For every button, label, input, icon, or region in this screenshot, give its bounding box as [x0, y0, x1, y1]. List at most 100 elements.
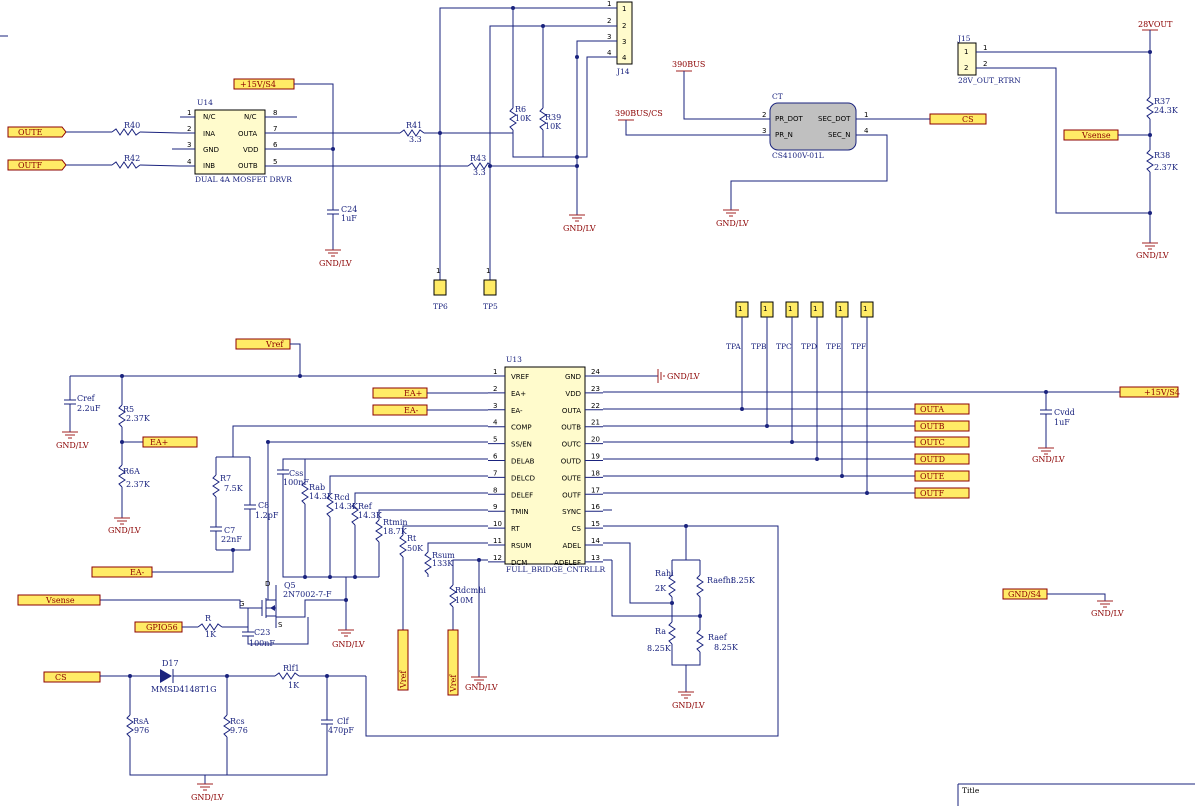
- capacitor-c7[interactable]: C7 22nF: [210, 526, 242, 544]
- svg-text:OUTF: OUTF: [18, 161, 43, 170]
- port-oute-input[interactable]: OUTE: [7, 126, 67, 138]
- gnd-symbol-r38: GND/LV: [1136, 242, 1169, 260]
- port-outa[interactable]: OUTA: [914, 403, 970, 415]
- resistor-r5[interactable]: R5 2.37K: [118, 404, 151, 428]
- resistor-r7[interactable]: R7 7.5K: [212, 474, 244, 498]
- resistor-rsa[interactable]: RsA 976: [126, 714, 149, 738]
- u14-pin4-num: 4: [187, 158, 192, 166]
- svg-text:2.2uF: 2.2uF: [77, 404, 101, 413]
- resistor-r37[interactable]: R37 24.3K: [1146, 96, 1179, 120]
- svg-text:OUTD: OUTD: [920, 455, 945, 464]
- resistor-r43[interactable]: R43 3.3: [467, 154, 493, 177]
- mosfet-q5[interactable]: D G S Q5 2N7002-7-F: [239, 580, 332, 629]
- resistor-rsum[interactable]: Rsum 133K: [424, 551, 455, 575]
- resistor-r38[interactable]: R38 2.37K: [1146, 149, 1179, 173]
- u13-pin-name: OUTB: [561, 424, 581, 432]
- svg-text:GND/LV: GND/LV: [56, 441, 89, 450]
- port-ea-minus-a[interactable]: EA-: [91, 566, 153, 578]
- svg-text:EA-: EA-: [130, 568, 145, 577]
- port-outf-input[interactable]: OUTF: [7, 159, 67, 171]
- resistor-r41[interactable]: R41 3.3: [399, 121, 425, 144]
- port-15v-right[interactable]: +15V/S4: [1119, 386, 1180, 398]
- resistor-rahi[interactable]: Rahi 2K: [655, 569, 676, 598]
- connector-j14[interactable]: 1 2 3 4 1 2 3 4 J14: [600, 0, 633, 76]
- resistor-rcd[interactable]: Rcd 14.3K: [326, 493, 359, 518]
- capacitor-c24[interactable]: C24 1uF: [327, 205, 357, 223]
- connector-j15[interactable]: J15 28V_OUT_RTRN 1 2 1 2: [957, 34, 1021, 85]
- resistor-r6[interactable]: R6 10K: [509, 105, 532, 131]
- port-ea-plus-a[interactable]: EA+: [142, 436, 198, 448]
- port-outf[interactable]: OUTF: [914, 487, 970, 499]
- test-point-tpd[interactable]: 1 TPD: [801, 301, 824, 351]
- svg-text:R6: R6: [515, 105, 526, 114]
- resistor-rcs[interactable]: Rcs 9.76: [223, 714, 248, 738]
- port-vsense-left[interactable]: Vsense: [17, 594, 101, 606]
- svg-text:Rcd: Rcd: [334, 493, 350, 502]
- port-cs-left[interactable]: CS: [43, 671, 101, 683]
- port-gpio56[interactable]: GPIO56: [134, 621, 183, 633]
- resistor-ref[interactable]: Ref 14.3K: [351, 502, 383, 526]
- svg-text:GND/LV: GND/LV: [563, 224, 596, 233]
- current-transformer-ct[interactable]: CT CS4100V-01L PR_DOT PR_N SEC_DOT SEC_N…: [762, 92, 869, 160]
- capacitor-cvdd[interactable]: Cvdd 1uF: [1040, 408, 1075, 427]
- capacitor-c8[interactable]: C8 1.2pF: [244, 501, 279, 520]
- resistor-r6a[interactable]: R6A 2.37K: [118, 464, 151, 489]
- resistor-rtmin[interactable]: Rtmin 18.7K: [375, 518, 408, 543]
- svg-text:1.2pF: 1.2pF: [255, 511, 279, 520]
- test-point-tpe[interactable]: 1 TPE: [826, 301, 849, 351]
- u13-full-bridge-controller[interactable]: U13 FULL_BRIDGE_CNTRLLR: [504, 355, 605, 574]
- resistor-raef[interactable]: Raef 8.25K: [696, 629, 739, 653]
- svg-text:GND/LV: GND/LV: [1091, 609, 1124, 618]
- resistor-raefhi[interactable]: Raefhi 8.25K: [696, 574, 756, 598]
- svg-text:S: S: [278, 621, 283, 629]
- resistor-r39[interactable]: R39 10K: [539, 107, 562, 131]
- u14-mosfet-driver[interactable]: U14 DUAL 4A MOSFET DRVR 1 2 3 4 N/C INA …: [180, 98, 292, 184]
- port-vref[interactable]: Vref: [235, 338, 291, 350]
- svg-text:976: 976: [134, 726, 149, 735]
- u13-pin-name: COMP: [511, 424, 532, 432]
- port-cs-right[interactable]: CS: [929, 113, 987, 125]
- svg-text:1: 1: [607, 0, 611, 8]
- svg-text:50K: 50K: [407, 544, 424, 553]
- svg-text:1: 1: [436, 267, 440, 275]
- test-point-tpc[interactable]: 1 TPC: [776, 301, 799, 351]
- svg-text:1: 1: [788, 305, 792, 313]
- u13-pin-num: 10: [493, 520, 502, 528]
- test-point-tpa[interactable]: 1 TPA: [726, 301, 749, 351]
- resistor-r40[interactable]: R40: [111, 121, 141, 136]
- svg-text:3: 3: [762, 127, 766, 135]
- test-point-tp5[interactable]: 1 TP5: [483, 267, 498, 311]
- resistor-r[interactable]: R 1K: [197, 614, 223, 639]
- port-ea-plus-b[interactable]: EA+: [372, 387, 428, 399]
- port-outb[interactable]: OUTB: [914, 420, 970, 432]
- resistor-rdcmhi[interactable]: Rdcmhi 10M: [449, 584, 486, 608]
- resistor-rlf1[interactable]: Rlf1 1K: [274, 664, 300, 690]
- resistor-rab[interactable]: Rab 14.3K: [301, 481, 334, 505]
- port-ea-minus-b[interactable]: EA-: [372, 404, 428, 416]
- port-gnd-s4[interactable]: GND/S4: [1002, 588, 1048, 600]
- resistor-r42[interactable]: R42: [111, 154, 141, 169]
- capacitor-clf[interactable]: Clf 470pF: [321, 717, 354, 735]
- svg-text:C23: C23: [254, 628, 270, 637]
- resistor-rt[interactable]: Rt 50K: [399, 534, 424, 558]
- resistor-ra[interactable]: Ra 8.25K: [647, 621, 676, 653]
- capacitor-c23[interactable]: C23 100nF: [242, 628, 275, 648]
- test-point-tp6[interactable]: 1 TP6: [433, 267, 448, 311]
- port-vref-vertical-2[interactable]: Vref: [447, 629, 459, 696]
- svg-text:OUTF: OUTF: [920, 489, 945, 498]
- svg-text:R41: R41: [406, 121, 422, 130]
- port-15v-top[interactable]: +15V/S4: [233, 78, 295, 90]
- port-outc[interactable]: OUTC: [914, 436, 970, 448]
- svg-text:GND/LV: GND/LV: [716, 219, 749, 228]
- svg-text:Vsense: Vsense: [45, 596, 75, 605]
- svg-text:GND/LV: GND/LV: [108, 526, 141, 535]
- test-point-tpf[interactable]: 1 TPF: [851, 301, 874, 351]
- port-oute[interactable]: OUTE: [914, 470, 970, 482]
- port-outd[interactable]: OUTD: [914, 453, 970, 465]
- svg-text:TP5: TP5: [483, 302, 498, 311]
- port-vsense-right[interactable]: Vsense: [1063, 129, 1119, 141]
- test-point-tpb[interactable]: 1 TPB: [751, 301, 774, 351]
- svg-text:CS: CS: [962, 115, 974, 124]
- u14-pin7-num: 7: [273, 125, 277, 133]
- port-vref-vertical-1[interactable]: Vref: [397, 629, 409, 691]
